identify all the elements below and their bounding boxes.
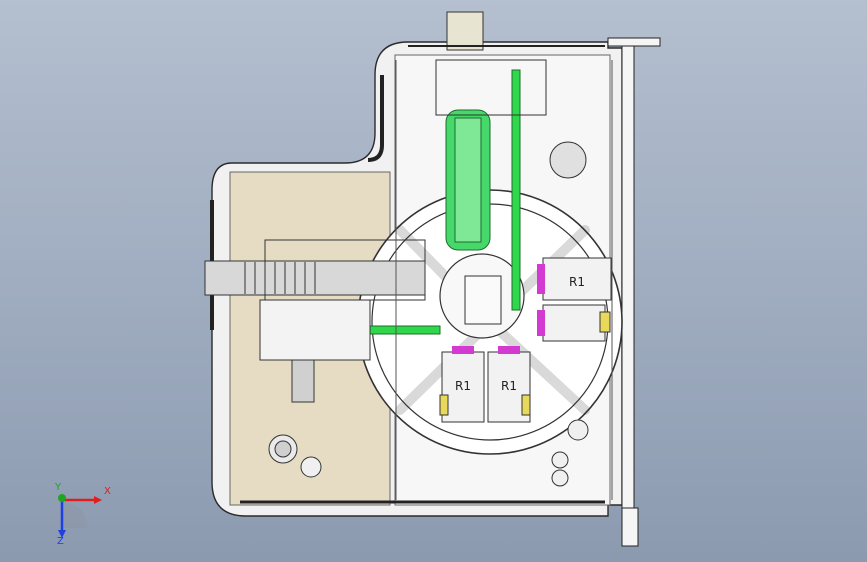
x-axis-label: X <box>104 486 111 497</box>
bore-5 <box>551 451 569 469</box>
bore-7 <box>567 419 589 441</box>
triad-graphic <box>58 494 102 538</box>
slot-bottom-left-label: R1 <box>455 379 471 393</box>
bore-4 <box>300 456 322 478</box>
slot-bottom-right-label: R1 <box>501 379 517 393</box>
top-motor-block <box>446 11 484 51</box>
upper-mechanism <box>435 59 547 116</box>
turntable-hub-block <box>464 275 502 325</box>
left-cable <box>367 75 384 162</box>
right-flange <box>621 45 635 547</box>
lower-feeder <box>259 299 371 361</box>
right-flange-bottom <box>621 507 639 547</box>
drum-core <box>454 117 482 243</box>
z-axis-label: Z <box>57 536 64 547</box>
slot-top-right-label: R1 <box>569 275 585 289</box>
vertical-green-rail <box>511 69 521 311</box>
right-flange-top <box>607 37 661 47</box>
coordinate-triad: X Y Z <box>48 480 118 550</box>
slot-bottom-right: R1 <box>487 346 531 423</box>
slot-mid-right <box>537 304 611 342</box>
bore-1 <box>549 141 587 179</box>
slot-top-right: R1 <box>537 257 612 301</box>
bore-6 <box>551 469 569 487</box>
y-axis-label: Y <box>55 482 62 493</box>
feeder-rack-teeth <box>244 262 316 294</box>
feeder-column <box>291 359 315 403</box>
bore-3 <box>274 440 292 458</box>
slot-bottom-left: R1 <box>439 346 485 423</box>
